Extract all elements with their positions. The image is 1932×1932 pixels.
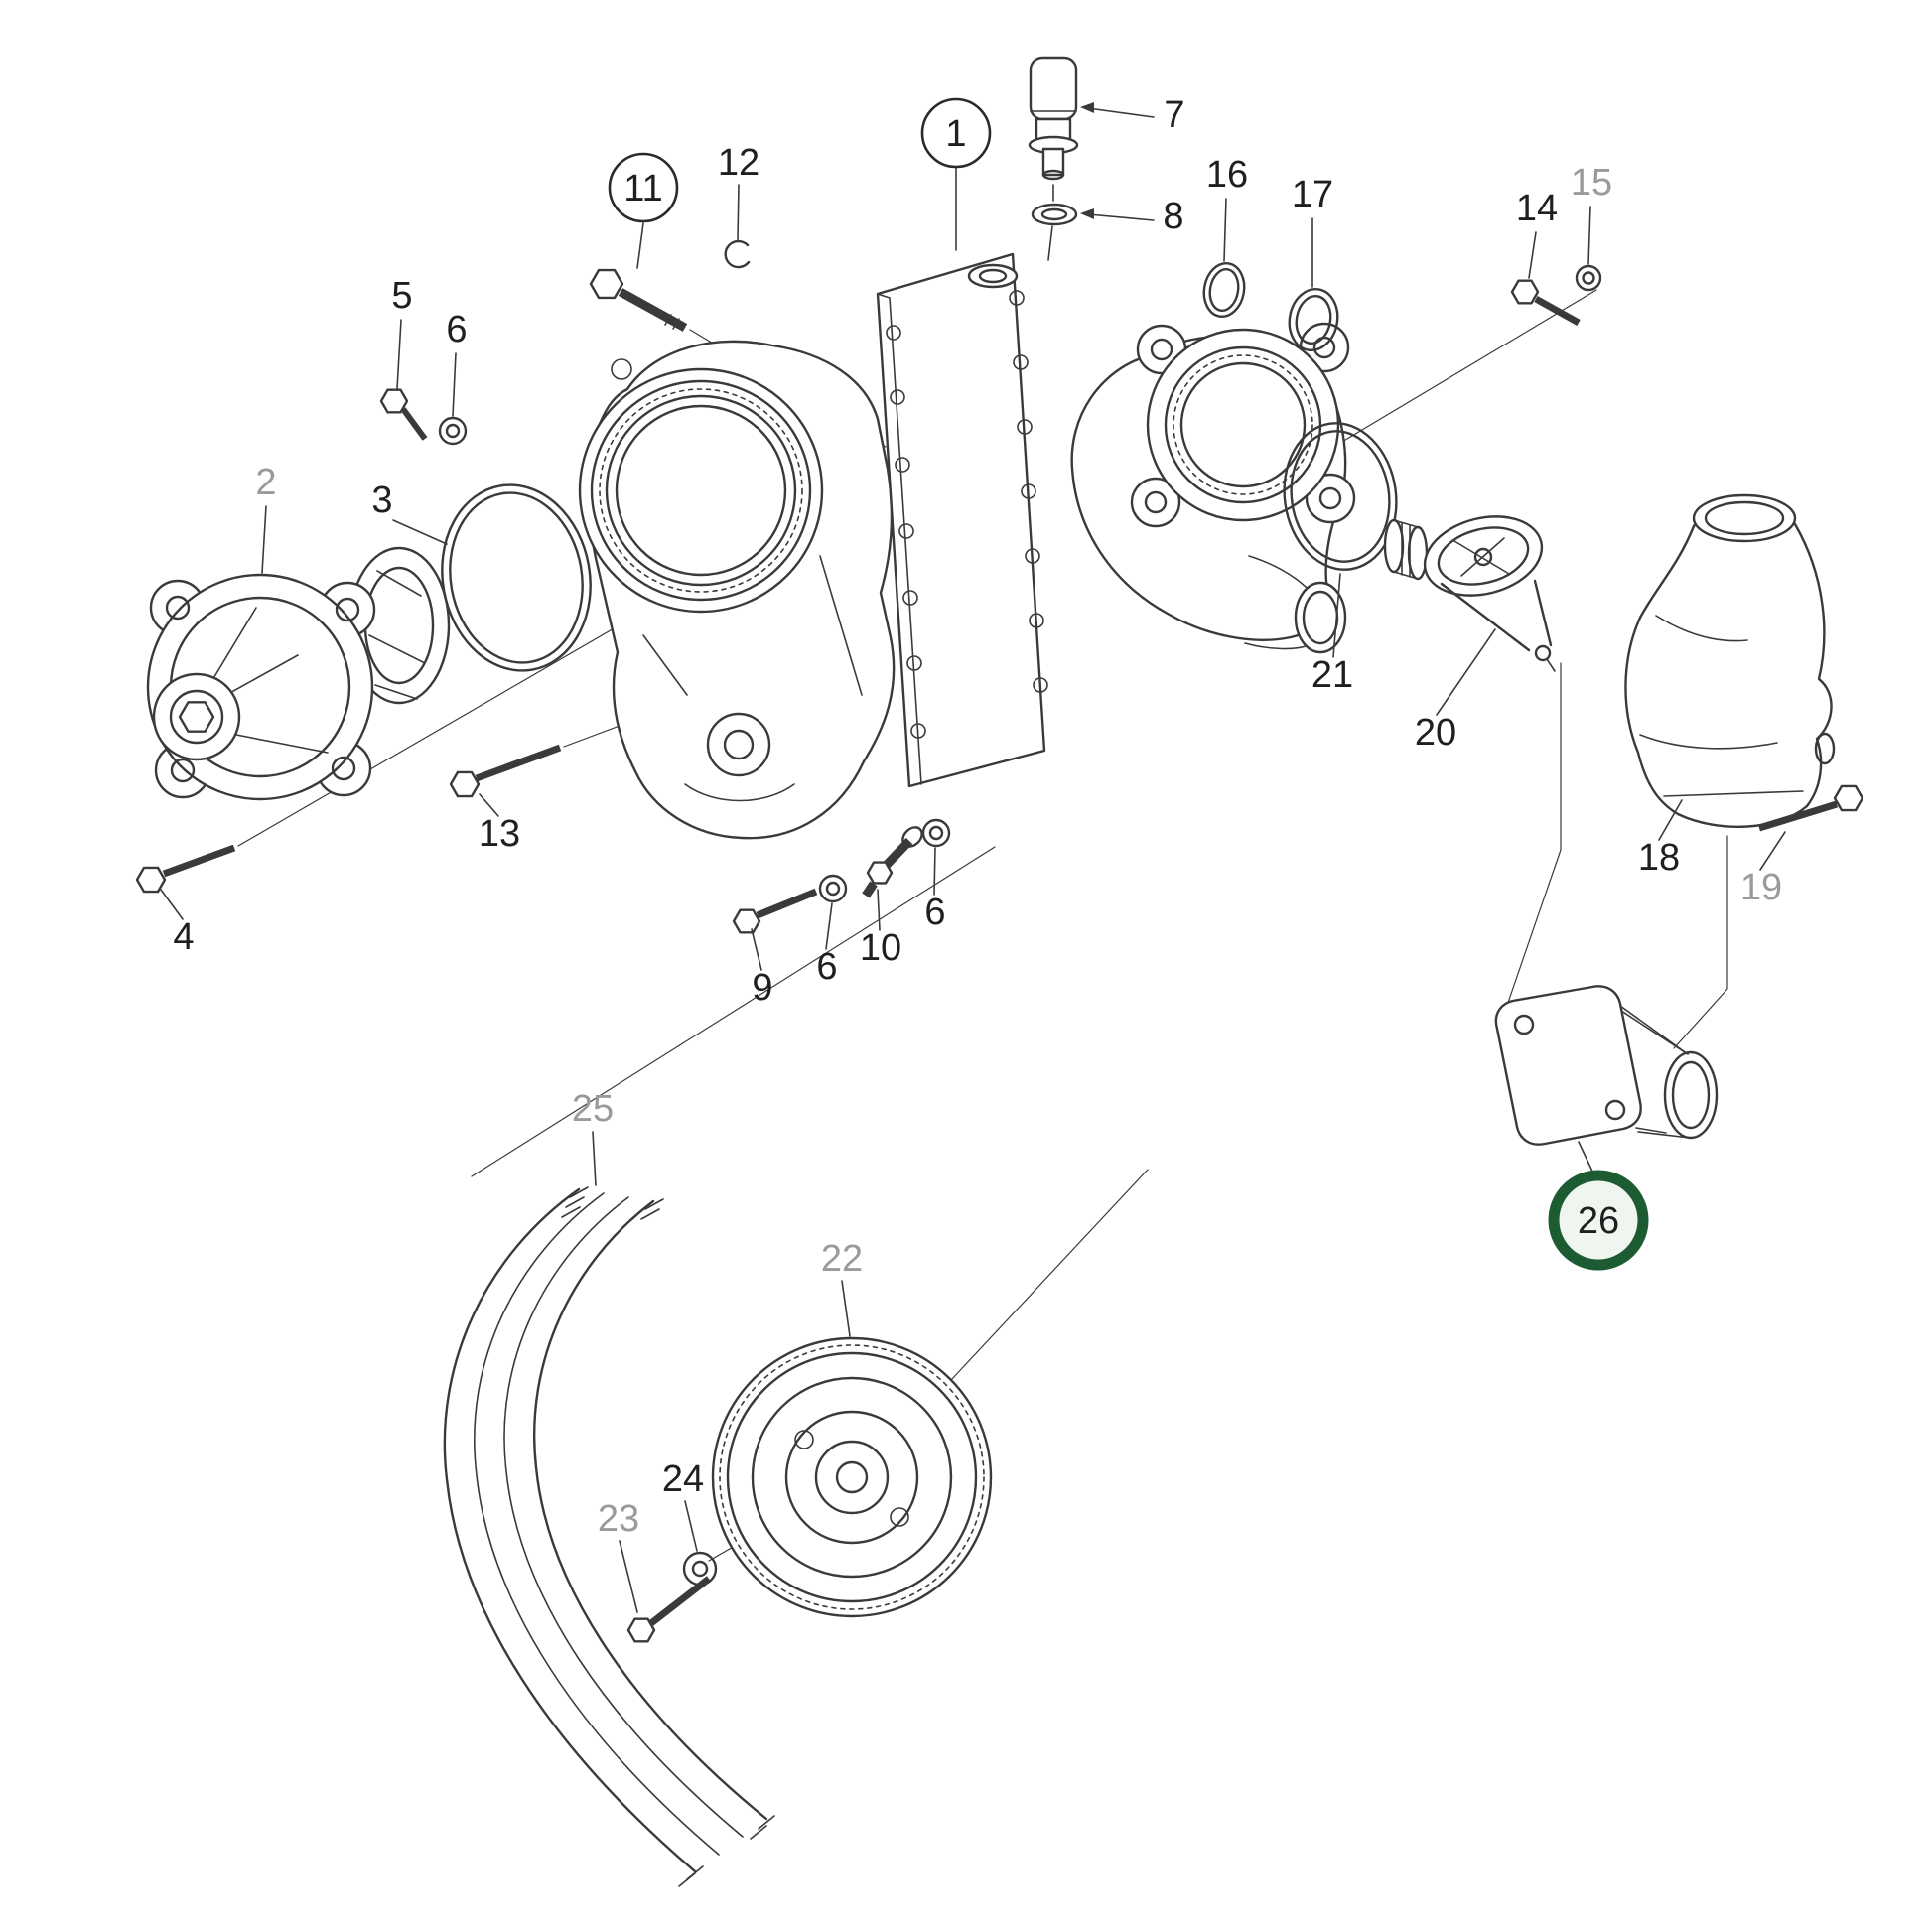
washer-6-c — [921, 818, 951, 848]
fitting-10 — [862, 826, 923, 898]
callout-number: 26 — [1578, 1200, 1619, 1242]
callout-number: 5 — [391, 275, 412, 317]
bolt-14 — [1510, 279, 1581, 327]
water-pump-part — [146, 546, 451, 801]
pump-shaft-hex — [178, 701, 215, 733]
volute-housing — [1070, 322, 1356, 654]
callout-19[interactable]: 19 — [1740, 867, 1782, 908]
o-ring-16 — [1202, 261, 1246, 319]
callout-21[interactable]: 21 — [1311, 654, 1353, 696]
plug-part-7 — [1028, 56, 1079, 202]
callout-number: 6 — [446, 309, 467, 350]
bolt-5 — [379, 388, 428, 441]
callout-number: 12 — [718, 142, 759, 184]
callout-number: 11 — [623, 168, 662, 209]
callout-8[interactable]: 8 — [1163, 196, 1183, 237]
crankshaft-pulley — [711, 1336, 993, 1618]
callout-number: 22 — [821, 1238, 863, 1280]
callout-number: 25 — [572, 1088, 614, 1130]
callout-23[interactable]: 23 — [598, 1498, 639, 1540]
callout-number: 6 — [816, 946, 837, 988]
callout-16[interactable]: 16 — [1206, 154, 1248, 196]
callout-number: 21 — [1311, 654, 1353, 696]
callout-22[interactable]: 22 — [821, 1238, 863, 1280]
washer-6-b — [818, 874, 848, 903]
callout-number: 16 — [1206, 154, 1248, 196]
callout-number: 9 — [752, 967, 772, 1009]
callout-5[interactable]: 5 — [391, 275, 412, 317]
bolt-13 — [449, 744, 562, 798]
callout-number: 20 — [1415, 712, 1456, 754]
washer-24 — [682, 1551, 718, 1587]
callout-6[interactable]: 6 — [924, 892, 945, 933]
callout-14[interactable]: 14 — [1516, 188, 1558, 229]
washer-15 — [1575, 264, 1602, 292]
callout-2[interactable]: 2 — [255, 462, 276, 503]
leader-lines — [160, 102, 1786, 1613]
bolt-19 — [1757, 784, 1864, 832]
callout-25[interactable]: 25 — [572, 1088, 614, 1130]
callout-18[interactable]: 18 — [1638, 837, 1680, 879]
callout-number: 19 — [1740, 867, 1782, 908]
callout-number: 1 — [945, 113, 966, 155]
callout-20[interactable]: 20 — [1415, 712, 1456, 754]
retaining-ring-12 — [724, 239, 751, 269]
callout-1[interactable]: 1 — [920, 97, 992, 169]
front-cover-housing — [578, 340, 896, 840]
callout-4[interactable]: 4 — [173, 916, 194, 958]
o-ring-3 — [441, 483, 592, 672]
bolt-4 — [135, 844, 236, 894]
backing-plate — [876, 252, 1048, 788]
callout-number: 18 — [1638, 837, 1680, 879]
plate-bolt-holes — [886, 290, 1048, 739]
o-ring-17 — [1288, 287, 1339, 352]
callout-6[interactable]: 6 — [446, 309, 467, 350]
callout-number: 14 — [1516, 188, 1558, 229]
callout-3[interactable]: 3 — [371, 480, 392, 521]
callout-number: 6 — [924, 892, 945, 933]
callout-number: 24 — [662, 1458, 704, 1500]
callout-26-highlighted[interactable]: 26 — [1548, 1170, 1649, 1271]
callout-number: 10 — [860, 927, 901, 969]
callout-24[interactable]: 24 — [662, 1458, 704, 1500]
callout-number: 17 — [1292, 174, 1333, 215]
callout-10[interactable]: 10 — [860, 927, 901, 969]
callout-17[interactable]: 17 — [1292, 174, 1333, 215]
bolt-23 — [626, 1576, 712, 1643]
seal-washer-8 — [1031, 203, 1078, 261]
callout-number: 13 — [479, 813, 520, 855]
washer-6-a — [438, 416, 468, 446]
callout-number: 7 — [1164, 94, 1184, 136]
callout-number: 8 — [1163, 196, 1183, 237]
callout-circle — [608, 152, 679, 223]
callout-9[interactable]: 9 — [752, 967, 772, 1009]
callout-number: 4 — [173, 916, 194, 958]
drive-belt — [443, 1186, 775, 1887]
callout-circle — [920, 97, 992, 169]
connection-pipe-26 — [1494, 985, 1719, 1146]
callout-6[interactable]: 6 — [816, 946, 837, 988]
o-ring-21 — [1283, 422, 1398, 571]
bolt-9 — [732, 888, 818, 934]
bolt-11 — [589, 268, 688, 332]
highlight-ring — [1548, 1170, 1649, 1271]
callout-number: 3 — [371, 480, 392, 521]
callout-15[interactable]: 15 — [1571, 162, 1612, 204]
callout-11[interactable]: 11 — [608, 152, 679, 223]
callout-number: 2 — [255, 462, 276, 503]
callout-number: 15 — [1571, 162, 1612, 204]
callout-13[interactable]: 13 — [479, 813, 520, 855]
callout-12[interactable]: 12 — [718, 142, 759, 184]
thermostat — [1383, 515, 1556, 672]
callout-7[interactable]: 7 — [1164, 94, 1184, 136]
callout-number: 23 — [598, 1498, 639, 1540]
drawing — [135, 56, 1864, 1887]
thermostat-housing-18 — [1624, 493, 1836, 828]
